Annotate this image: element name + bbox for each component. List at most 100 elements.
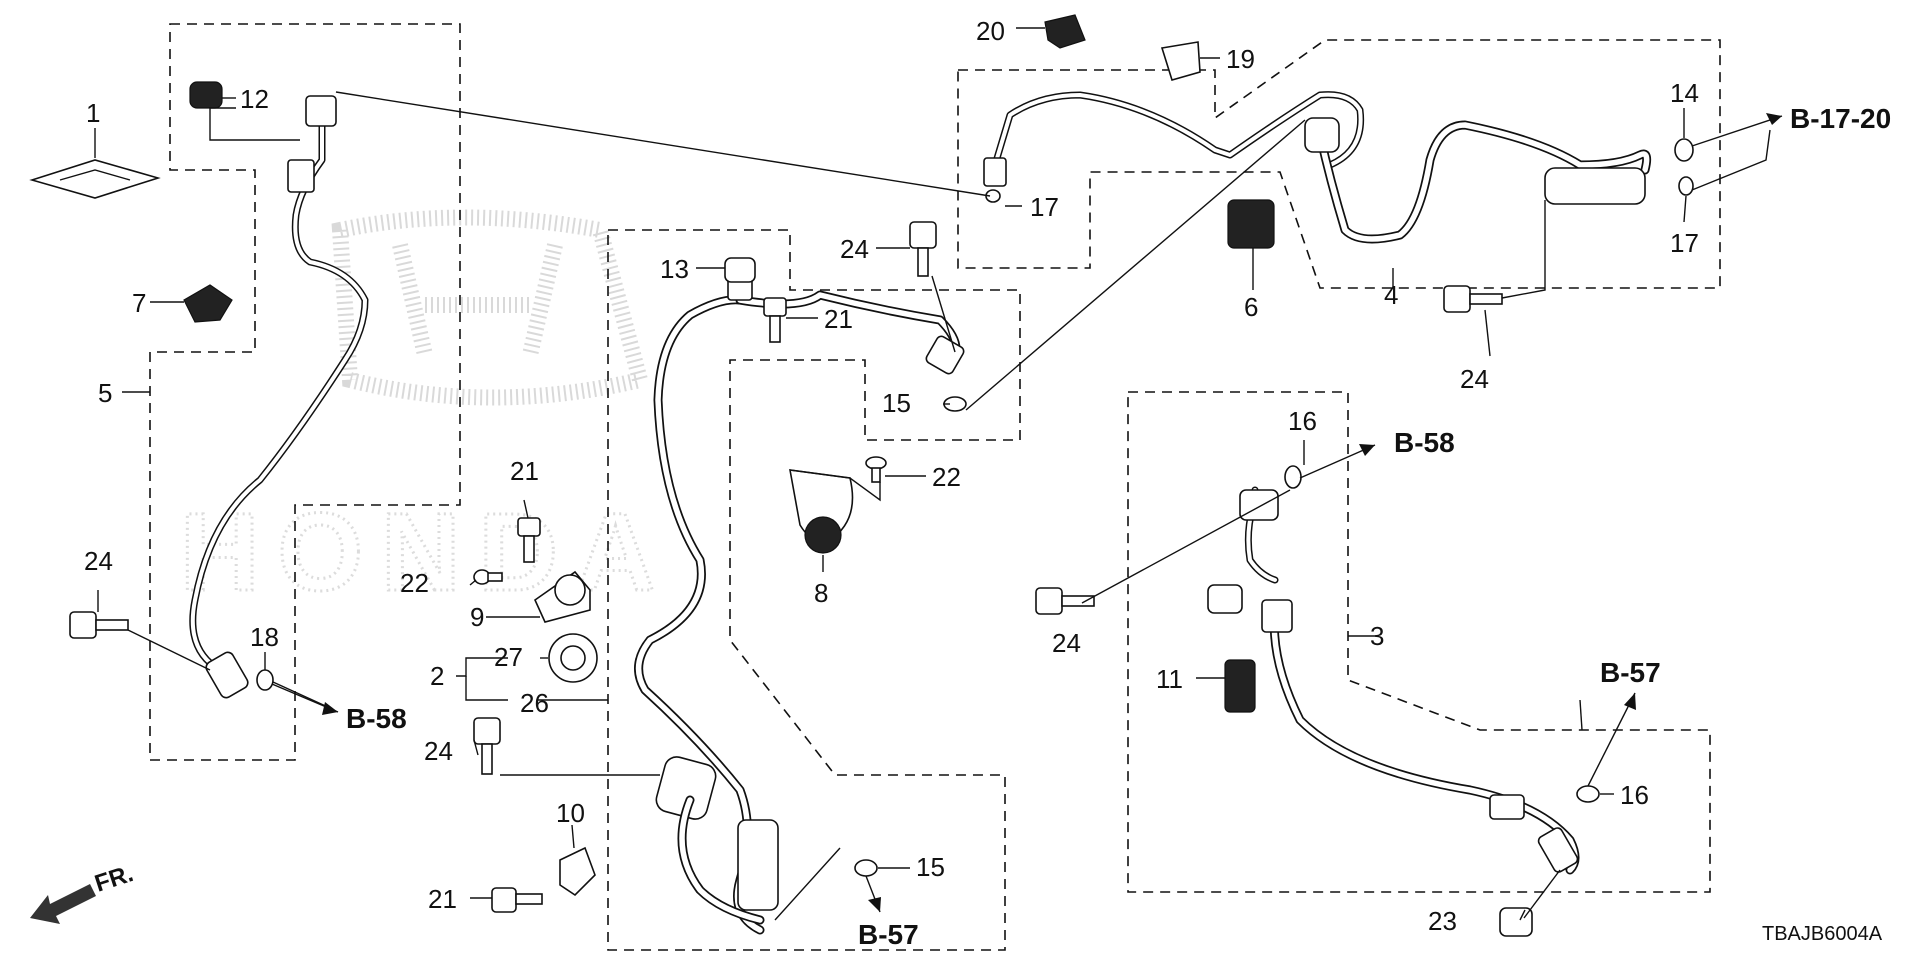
small-parts <box>29 14 1694 937</box>
hose-3-end-ferrule <box>1489 794 1525 820</box>
pipe-5-nut <box>287 159 315 193</box>
o-ring-16b <box>1576 785 1600 803</box>
ref-b-57-right[interactable]: B-57 <box>1600 657 1661 688</box>
callout-23: 23 <box>1428 906 1457 936</box>
arrow-b-17-20-branch <box>1691 129 1771 191</box>
group-boxes <box>149 23 1721 951</box>
pipe-2-sleeve <box>737 819 779 911</box>
arrow-b-57-bottom-head <box>868 897 881 912</box>
callout-24-left: 24 <box>84 546 113 576</box>
callout-6: 6 <box>1244 292 1258 322</box>
callout-24-center: 24 <box>424 736 453 766</box>
callout-26: 26 <box>520 688 549 718</box>
honda-watermark: HONDA <box>179 209 657 616</box>
switch-6 <box>1227 199 1275 249</box>
group-box-2 <box>607 229 1021 951</box>
hose-3-ferrule <box>1261 599 1293 633</box>
group-box-5 <box>149 23 461 761</box>
callout-22-left: 22 <box>400 568 429 598</box>
hose-3-end-fitting <box>1537 827 1579 873</box>
pipe-2-muffler <box>655 756 717 820</box>
callout-15-upper: 15 <box>882 388 911 418</box>
callout-15-lower: 15 <box>916 852 945 882</box>
bolt-24-center <box>473 717 501 775</box>
drawing-code: TBAJB6004A <box>1762 923 1883 945</box>
bolt-21-c <box>491 887 543 913</box>
section-references: B-17-20 B-58 B-58 B-57 B-57 <box>346 103 1891 950</box>
front-direction-indicator: FR. <box>30 860 137 924</box>
callout-20: 20 <box>976 16 1005 46</box>
ref-b-58-left[interactable]: B-58 <box>346 703 407 734</box>
bolt-24-left <box>69 611 129 639</box>
reference-arrows <box>271 113 1783 913</box>
clip-10 <box>559 846 596 897</box>
o-ring-15b <box>854 859 878 877</box>
screw-22-a <box>865 456 887 483</box>
clamp-8-grommet <box>804 516 842 554</box>
callout-5: 5 <box>98 378 112 408</box>
callout-9: 9 <box>470 602 484 632</box>
callout-22-right: 22 <box>932 462 961 492</box>
callout-13: 13 <box>660 254 689 284</box>
screw-22-b <box>473 569 503 585</box>
bolt-21-b <box>763 297 787 343</box>
callout-24-lower: 24 <box>1052 628 1081 658</box>
arrow-b-57-right-head <box>1624 693 1636 710</box>
callout-18: 18 <box>250 622 279 652</box>
callout-16-lower: 16 <box>1620 780 1649 810</box>
caution-label-lines <box>59 169 131 181</box>
pipe-5-upper-fitting <box>305 95 337 127</box>
front-label: FR. <box>92 860 137 898</box>
o-ring-16a <box>1284 465 1302 489</box>
ref-b-58-right[interactable]: B-58 <box>1394 427 1455 458</box>
callout-17-left: 17 <box>1030 192 1059 222</box>
front-arrow-icon <box>30 884 96 924</box>
bracket-9-ring <box>554 574 586 606</box>
callout-24-top: 24 <box>840 234 869 264</box>
clip-20 <box>1044 14 1086 49</box>
callout-27: 27 <box>494 642 523 672</box>
callout-21-lower: 21 <box>428 884 457 914</box>
callout-4: 4 <box>1384 280 1398 310</box>
pipe-5 <box>189 95 369 699</box>
pipe-5-block-fitting <box>205 651 249 699</box>
ref-b-17-20[interactable]: B-17-20 <box>1790 103 1891 134</box>
pipe-4-left-block <box>1304 117 1340 153</box>
callout-21-upper: 21 <box>824 304 853 334</box>
pipe-2-right-fitting <box>925 335 965 375</box>
arrow-b-58-right-head <box>1359 444 1375 456</box>
caution-label <box>29 159 161 199</box>
callout-24-right: 24 <box>1460 364 1489 394</box>
group-box-3 <box>1127 391 1711 893</box>
arrow-b-58-left-head <box>322 702 338 715</box>
ref-b-57-bottom[interactable]: B-57 <box>858 919 919 950</box>
callout-2: 2 <box>430 661 444 691</box>
watermark-emblem-outline <box>331 209 650 406</box>
pipe-4-bracket <box>1544 167 1646 205</box>
callout-3: 3 <box>1370 621 1384 651</box>
callout-10: 10 <box>556 798 585 828</box>
hose-3-side-block <box>1207 584 1243 614</box>
bolt-21-a <box>517 517 541 563</box>
arrow-b-57-right-line <box>1587 692 1636 787</box>
clip-19 <box>1160 41 1201 81</box>
callout-12: 12 <box>240 84 269 114</box>
callout-19: 19 <box>1226 44 1255 74</box>
callout-7: 7 <box>132 288 146 318</box>
arrow-b-17-20-line <box>1691 115 1783 147</box>
callout-17-right: 17 <box>1670 228 1699 258</box>
callout-8: 8 <box>814 578 828 608</box>
pipe-2 <box>634 267 965 935</box>
bolt-24-top <box>909 221 937 277</box>
arrow-b-17-20-head <box>1766 113 1782 125</box>
grommet-27-center <box>560 645 586 671</box>
callout-16-upper: 16 <box>1288 406 1317 436</box>
hose-3 <box>1207 486 1580 875</box>
pipe-4 <box>983 91 1652 244</box>
callout-11: 11 <box>1156 664 1183 694</box>
cap-12 <box>189 81 223 109</box>
o-ring-17b <box>1678 176 1694 196</box>
leader-lines <box>94 27 1687 921</box>
hose-3-top-block <box>1239 489 1279 521</box>
